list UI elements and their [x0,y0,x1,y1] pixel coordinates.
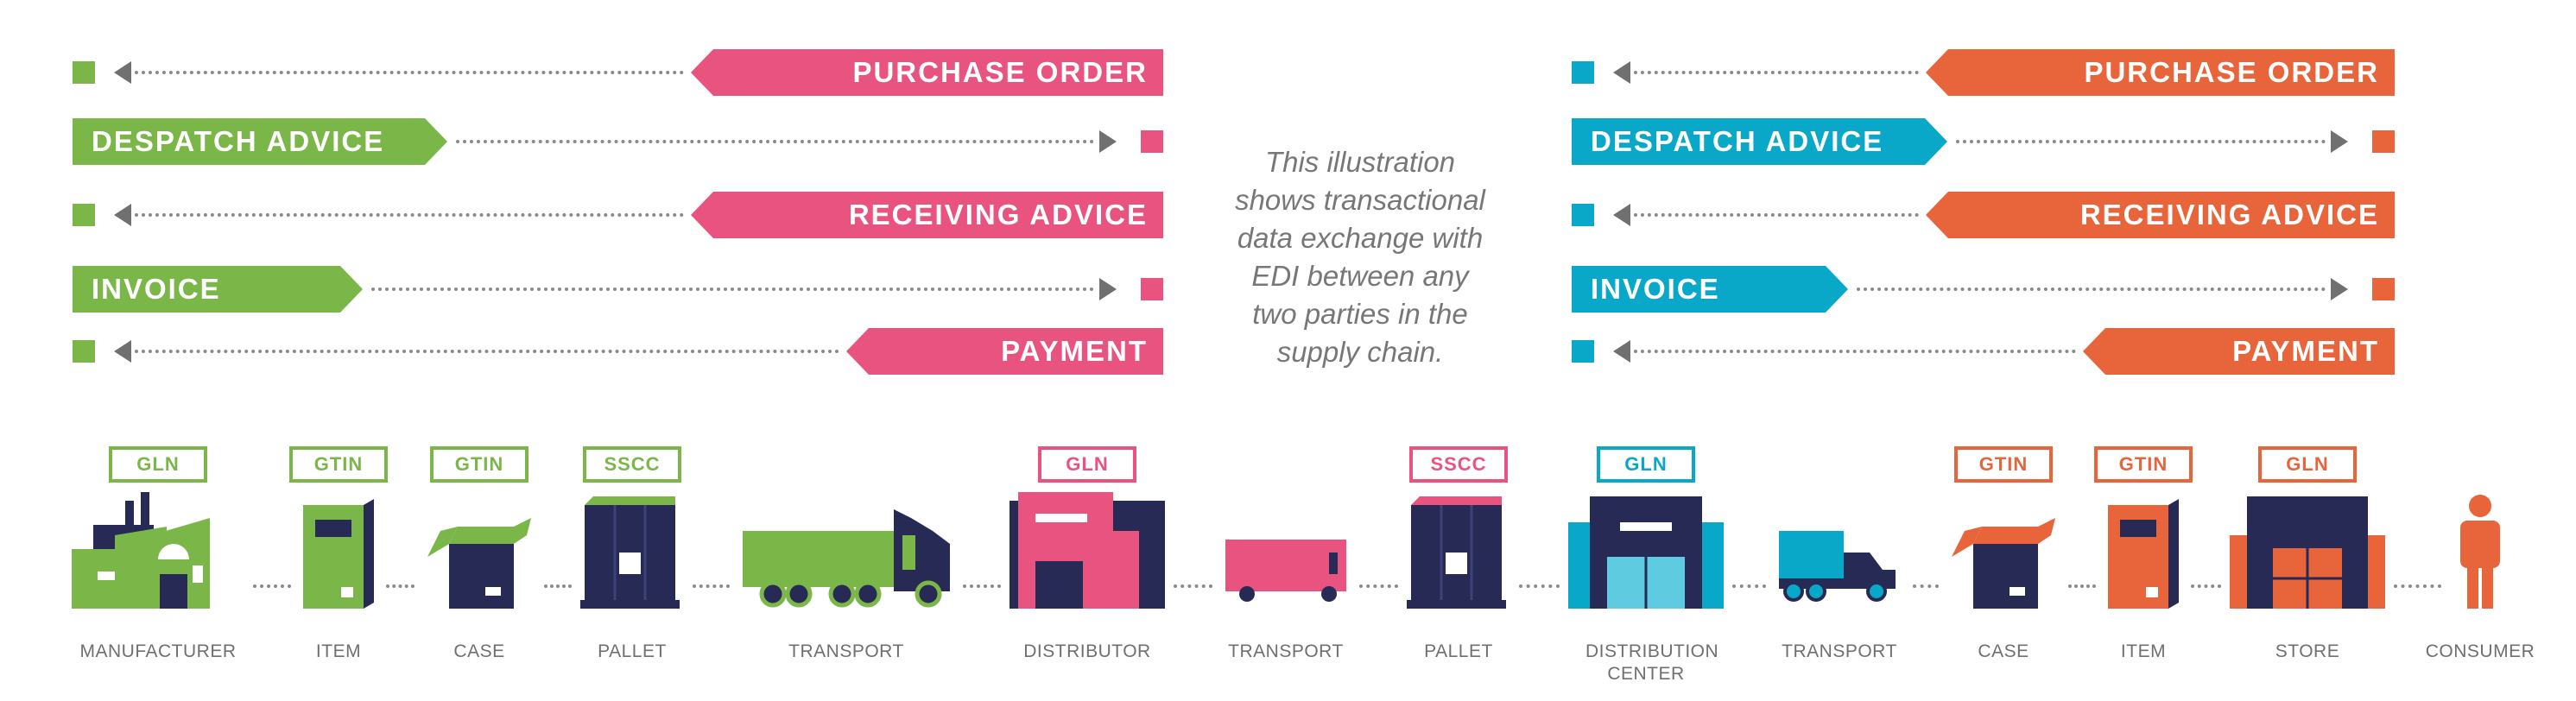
stage-label-item: ITEM [2120,641,2167,661]
stage-label-consumer: CONSUMER [2425,641,2535,661]
identifier-tag-gln: GLN [2258,446,2357,483]
stage-label-transport: TRANSPORT [1782,641,1897,661]
message-purchase-order: PURCHASE ORDER [691,49,1163,96]
identifier-tag-gtin: GTIN [2094,446,2193,483]
message-invoice: INVOICE [1572,266,1848,313]
note-line: two parties in the [1252,298,1468,330]
message-despatch-advice: DESPATCH ADVICE [73,118,447,165]
stage-label-manufacturer: MANUFACTURER [79,641,237,661]
dotted-flow-line [1634,350,2076,353]
receiver-marker [1141,130,1163,153]
arrow-left-icon [114,340,131,363]
dotted-flow-line [135,213,684,217]
sender-marker [73,204,95,226]
note-line: data exchange with [1237,222,1484,254]
stage-connector [963,584,1001,588]
pallet-icon [580,492,684,617]
arrow-left-icon [1613,61,1630,84]
stage-label-distributor: DISTRIBUTOR [1023,641,1151,661]
stage-label-pallet: PALLET [1424,641,1493,661]
stage-connector [1519,584,1560,588]
stage-label-item: ITEM [315,641,362,661]
stage-connector [253,584,291,588]
identifier-tag-sscc: SSCC [583,446,681,483]
case-icon [423,492,535,617]
identifier-tag-gln: GLN [1597,446,1695,483]
sender-marker [1572,204,1594,226]
sender-marker [1572,61,1594,84]
receiver-marker [1141,278,1163,300]
dotted-flow-line [135,71,684,74]
identifier-tag-gtin: GTIN [289,446,388,483]
stage-connector [1732,584,1766,588]
note-line: shows transactional [1235,184,1485,216]
stage-label-pallet: PALLET [598,641,667,661]
identifier-tag-gtin: GTIN [430,446,528,483]
message-payment: PAYMENT [846,328,1163,375]
explanation-note: This illustration shows transactional data… [1196,143,1524,371]
stage-connector [1359,584,1398,588]
stage-connector [2068,584,2096,588]
receiver-marker [2372,278,2395,300]
transport-icon [1221,492,1351,617]
pallet-icon [1407,492,1510,617]
stage-label-distribution-center: DISTRIBUTION CENTER [1585,641,1719,684]
stage-connector [2394,584,2441,588]
distribution-center-icon [1568,492,1724,617]
distributor-icon [1010,492,1165,617]
arrow-right-icon [2331,130,2348,153]
stage-label-transport: TRANSPORT [1228,641,1344,661]
transport-icon [1775,492,1904,617]
dotted-flow-line [1956,140,2326,143]
arrow-left-icon [1613,340,1630,363]
sender-marker [73,340,95,363]
stage-connector [1913,584,1939,588]
note-line: EDI between any [1251,260,1469,292]
identifier-tag-sscc: SSCC [1409,446,1508,483]
transport-icon [738,492,954,617]
item-icon [300,492,377,617]
message-payment: PAYMENT [2083,328,2395,375]
message-receiving-advice: RECEIVING ADVICE [691,192,1163,238]
dotted-flow-line [371,287,1094,291]
dotted-flow-line [1634,213,1919,217]
message-invoice: INVOICE [73,266,363,313]
item-icon [2104,492,2182,617]
sender-marker [1572,340,1594,363]
identifier-tag-gtin: GTIN [1954,446,2053,483]
stage-connector [1174,584,1212,588]
stage-connector [2191,584,2221,588]
dotted-flow-line [1857,287,2326,291]
message-purchase-order: PURCHASE ORDER [1926,49,2395,96]
sender-marker [73,61,95,84]
arrow-left-icon [114,204,131,226]
stage-label-case: CASE [453,641,505,661]
dotted-flow-line [456,140,1094,143]
store-icon [2230,492,2385,617]
dotted-flow-line [135,350,839,353]
arrow-left-icon [1613,204,1630,226]
message-despatch-advice: DESPATCH ADVICE [1572,118,1947,165]
arrow-right-icon [1099,130,1117,153]
dotted-flow-line [1634,71,1919,74]
stage-label-store: STORE [2275,641,2340,661]
stage-connector [693,584,730,588]
note-line: supply chain. [1276,336,1444,368]
stage-label-case: CASE [1978,641,2029,661]
stage-connector [544,584,572,588]
note-line: This illustration [1264,146,1456,178]
arrow-right-icon [1099,278,1117,300]
message-receiving-advice: RECEIVING ADVICE [1926,192,2395,238]
consumer-icon [2450,492,2510,617]
arrow-left-icon [114,61,131,84]
case-icon [1947,492,2060,617]
stage-connector [386,584,415,588]
identifier-tag-gln: GLN [109,446,207,483]
arrow-right-icon [2331,278,2348,300]
manufacturer-icon [72,492,244,617]
receiver-marker [2372,130,2395,153]
identifier-tag-gln: GLN [1038,446,1136,483]
stage-label-transport: TRANSPORT [788,641,904,661]
